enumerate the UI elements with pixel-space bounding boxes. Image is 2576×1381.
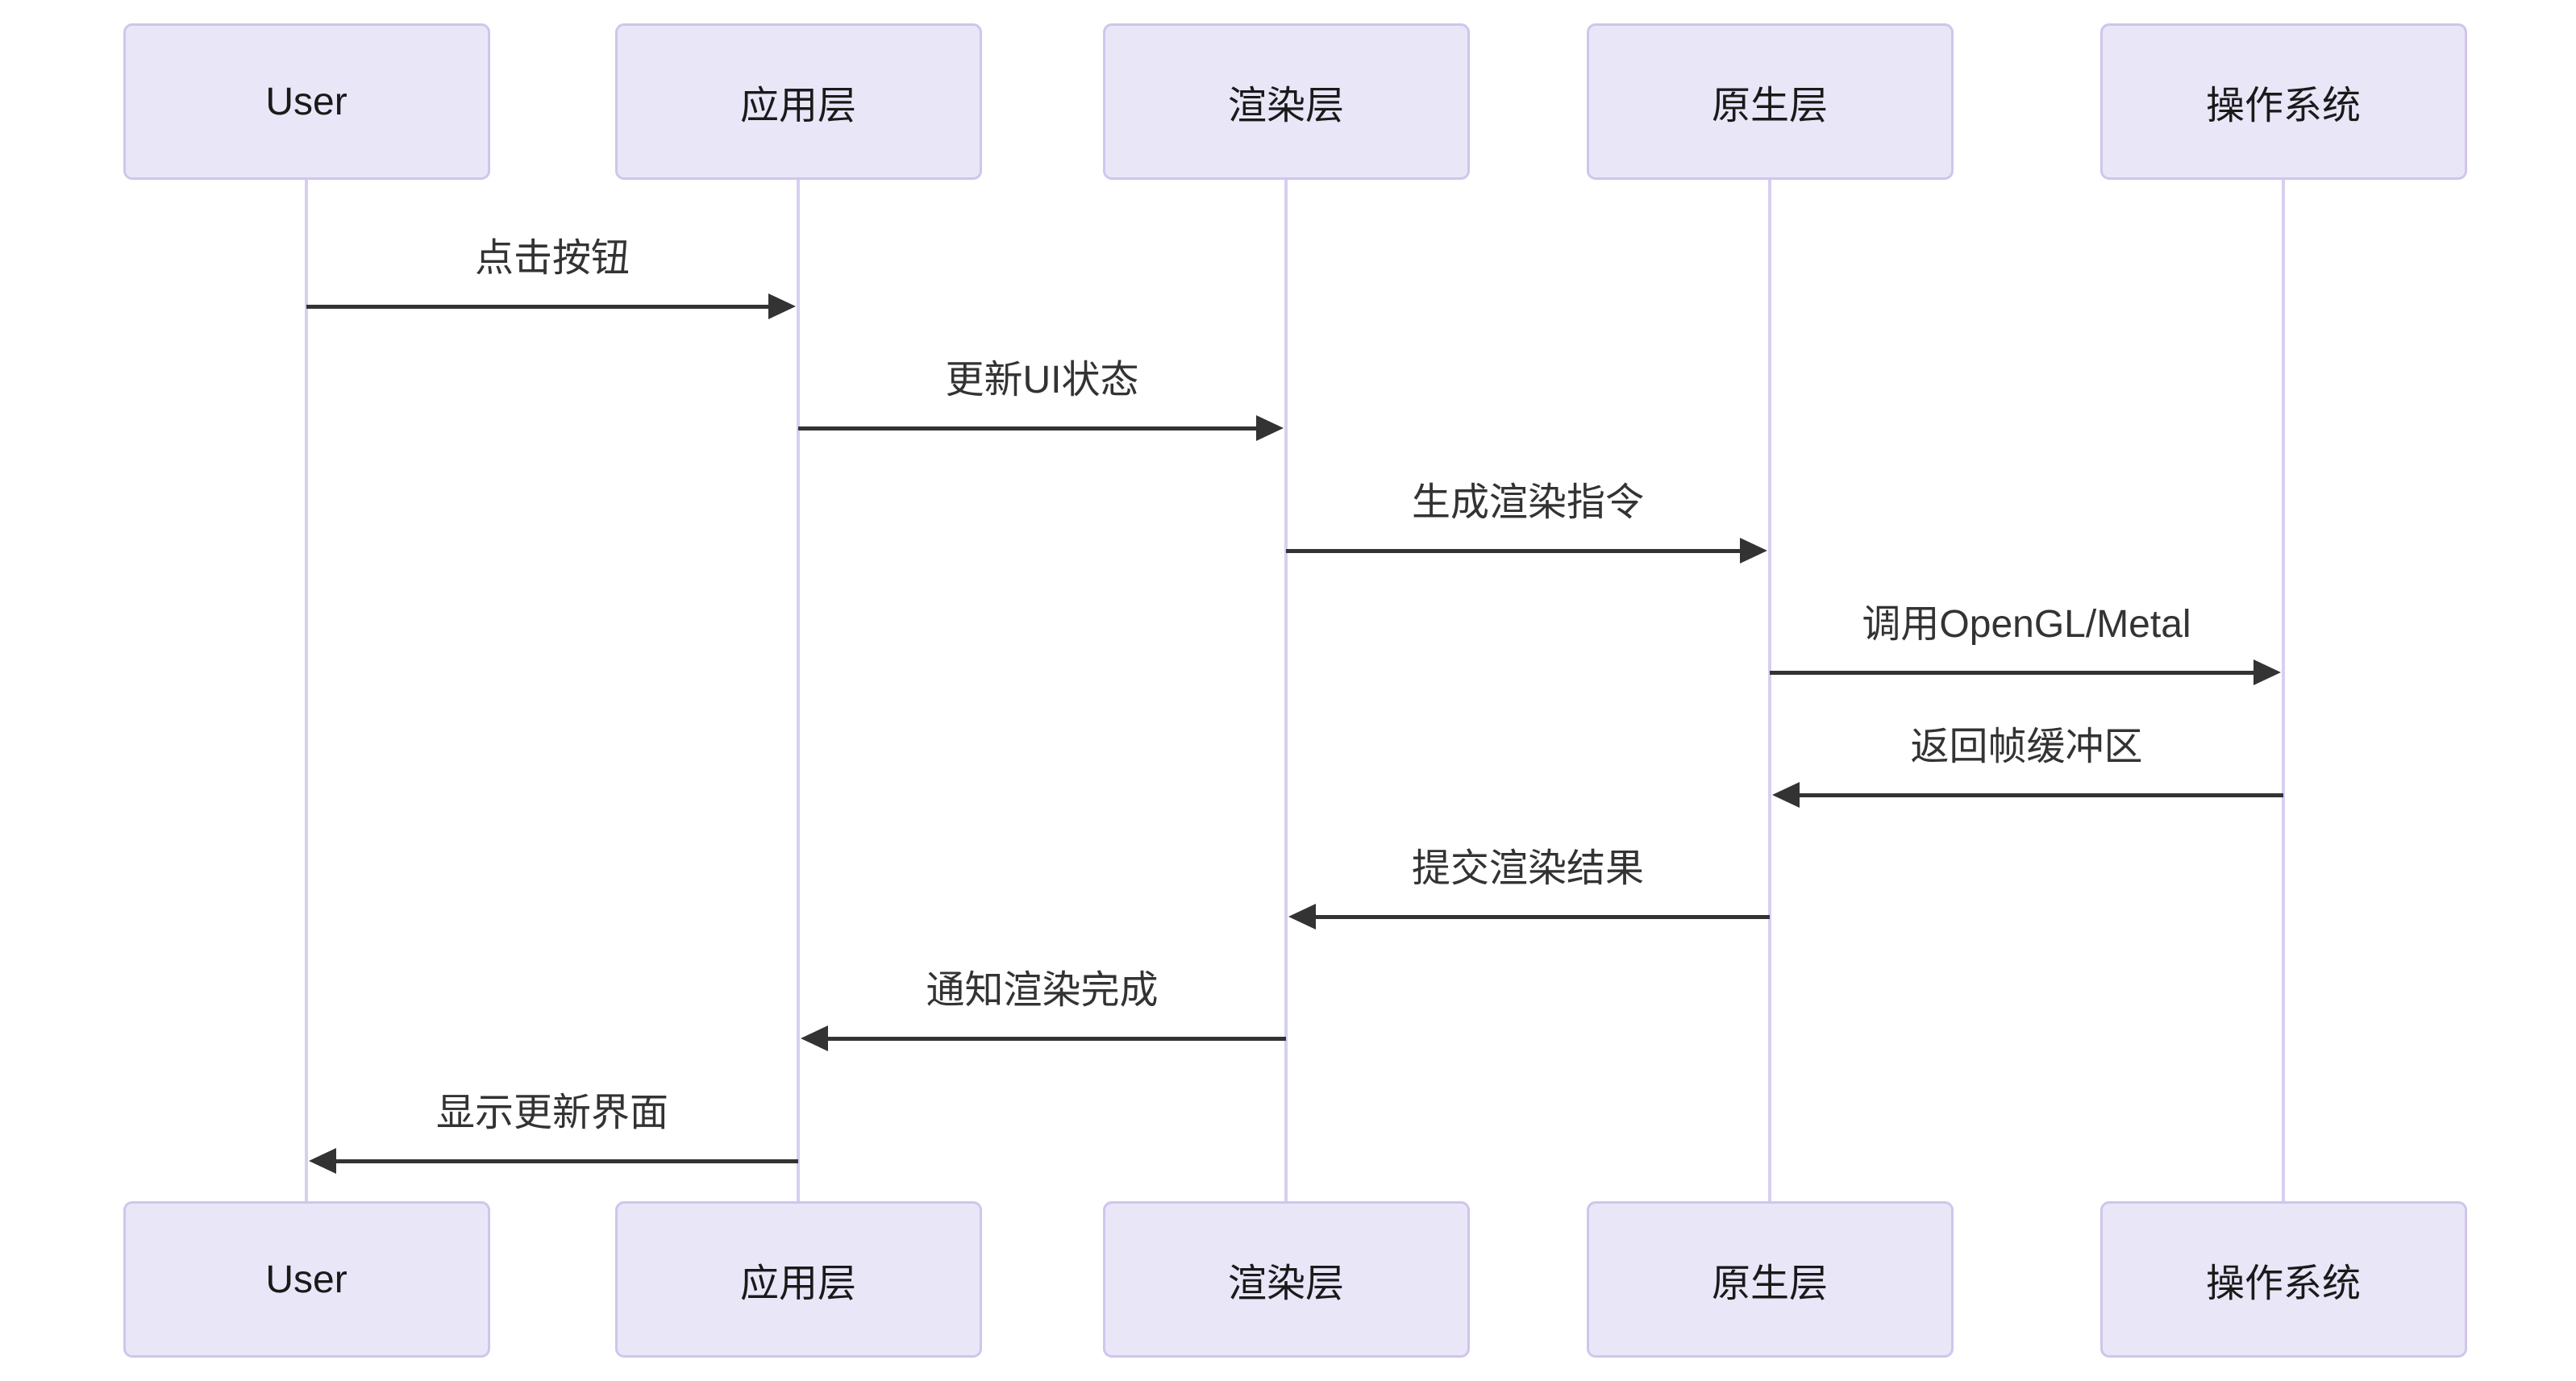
message-label-3: 调用OpenGL/Metal xyxy=(1862,603,2191,646)
actor-top-app-layer: 应用层 xyxy=(614,23,982,180)
lifeline-native-layer xyxy=(1768,177,1771,1204)
message-label-2: 生成渲染指令 xyxy=(1411,481,1644,524)
arrowhead-icon xyxy=(1772,782,1800,808)
actor-label-render-layer: 渲染层 xyxy=(1227,1262,1344,1305)
arrowhead-icon xyxy=(768,293,796,319)
lifeline-os xyxy=(2282,177,2285,1204)
arrowhead-icon xyxy=(309,1148,336,1174)
actor-label-os: 操作系统 xyxy=(2205,85,2361,127)
message-arrow-2 xyxy=(1286,549,1745,553)
message-arrow-6 xyxy=(823,1037,1286,1041)
arrowhead-icon xyxy=(1256,415,1284,441)
message-label-7: 显示更新界面 xyxy=(435,1092,668,1134)
message-arrow-7 xyxy=(331,1159,798,1163)
lifeline-render-layer xyxy=(1284,177,1288,1204)
arrowhead-icon xyxy=(801,1025,828,1051)
message-label-1: 更新UI状态 xyxy=(945,359,1139,401)
arrowhead-icon xyxy=(2253,659,2281,685)
lifeline-user xyxy=(305,177,308,1204)
actor-label-native-layer: 原生层 xyxy=(1711,1262,1828,1305)
actor-label-native-layer: 原生层 xyxy=(1711,85,1828,127)
message-arrow-5 xyxy=(1311,915,1770,919)
actor-bottom-native-layer: 原生层 xyxy=(1586,1201,1954,1358)
actor-bottom-render-layer: 渲染层 xyxy=(1102,1201,1470,1358)
message-label-4: 返回帧缓冲区 xyxy=(1910,726,2143,768)
message-arrow-4 xyxy=(1795,793,2283,797)
actor-bottom-app-layer: 应用层 xyxy=(614,1201,982,1358)
message-label-0: 点击按钮 xyxy=(474,237,630,280)
actor-label-user: User xyxy=(265,80,347,123)
arrowhead-icon xyxy=(1740,538,1767,564)
actor-label-app-layer: 应用层 xyxy=(739,1262,856,1305)
message-arrow-0 xyxy=(306,305,773,309)
message-arrow-3 xyxy=(1770,671,2258,675)
actor-top-render-layer: 渲染层 xyxy=(1102,23,1470,180)
actor-top-os: 操作系统 xyxy=(2100,23,2467,180)
message-label-5: 提交渲染结果 xyxy=(1411,847,1644,890)
actor-label-app-layer: 应用层 xyxy=(739,85,856,127)
lifeline-app-layer xyxy=(797,177,800,1204)
actor-label-os: 操作系统 xyxy=(2205,1262,2361,1305)
actor-top-native-layer: 原生层 xyxy=(1586,23,1954,180)
actor-label-user: User xyxy=(265,1258,347,1301)
message-arrow-1 xyxy=(798,426,1261,431)
arrowhead-icon xyxy=(1288,904,1316,930)
actor-bottom-os: 操作系统 xyxy=(2100,1201,2467,1358)
actor-top-user: User xyxy=(123,23,490,180)
actor-label-render-layer: 渲染层 xyxy=(1227,85,1344,127)
actor-bottom-user: User xyxy=(123,1201,490,1358)
message-label-6: 通知渲染完成 xyxy=(926,969,1159,1012)
